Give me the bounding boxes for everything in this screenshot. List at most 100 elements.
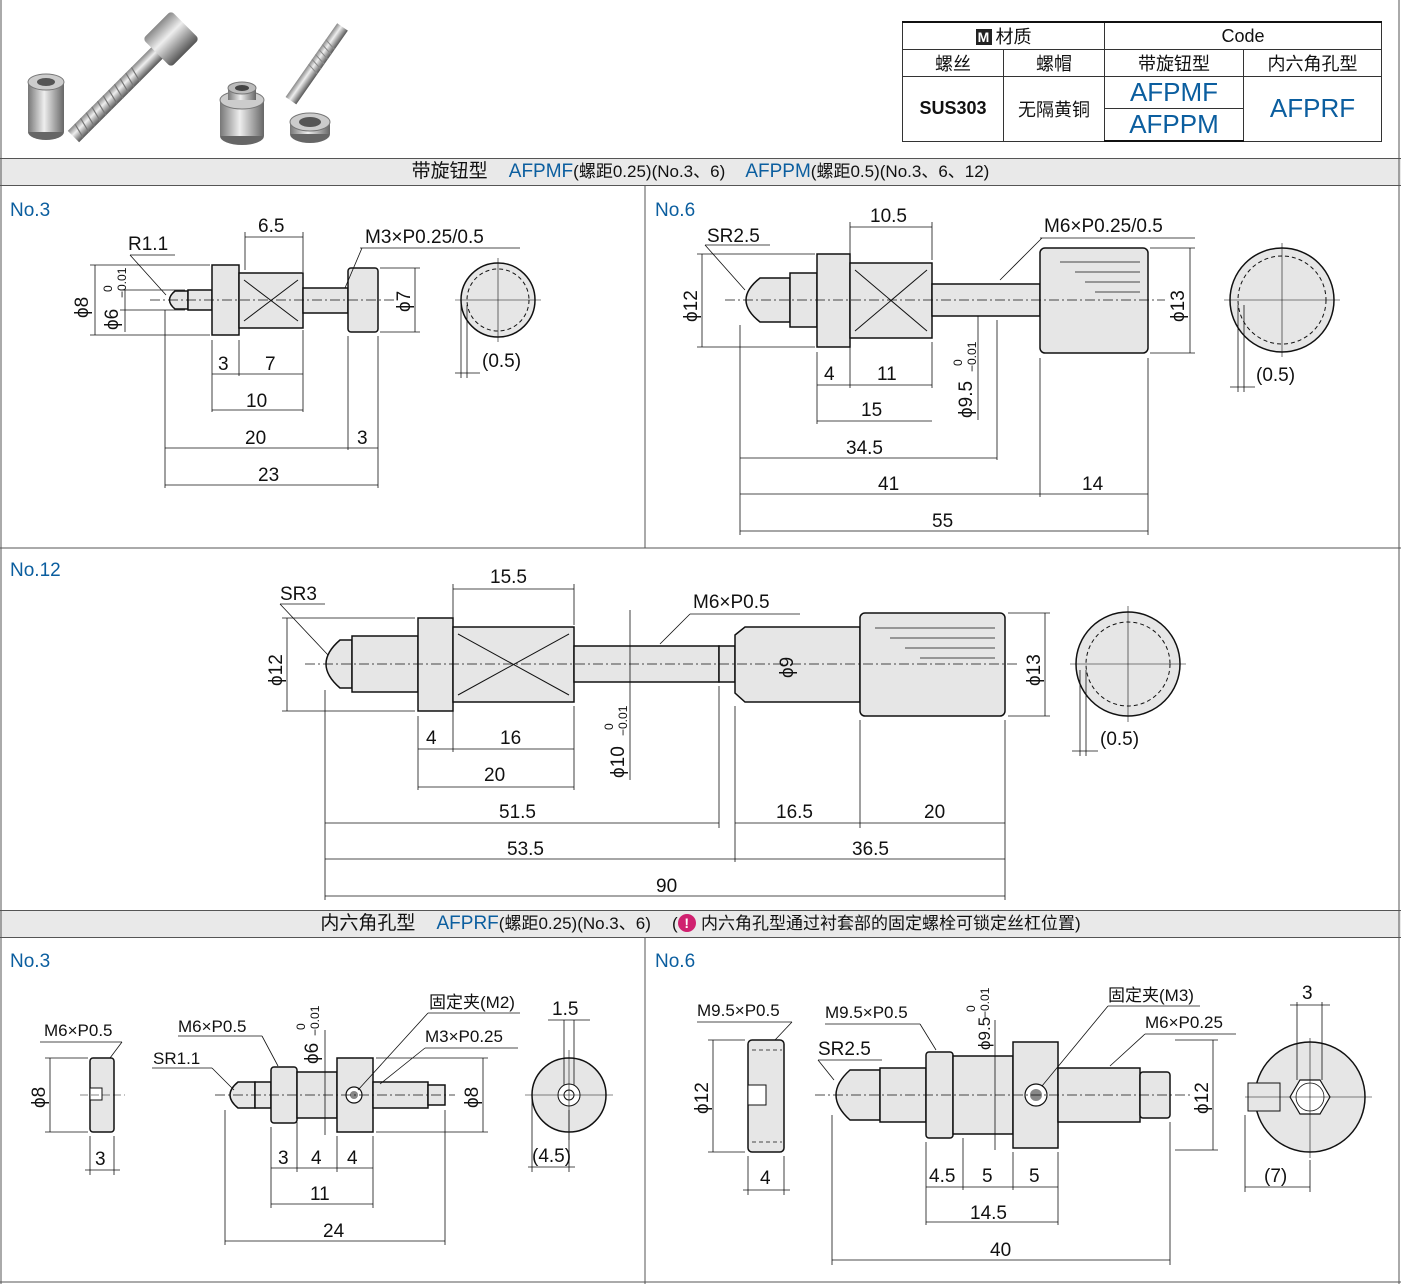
- knob-no12-dim-365: 36.5: [852, 839, 889, 860]
- hex-no6-phi12b: ϕ12: [1192, 1082, 1213, 1114]
- nut-material: 无隔黄铜: [1003, 76, 1105, 142]
- hex-no6-title: No.6: [655, 951, 696, 972]
- hex-no6-dim-5b: 5: [1029, 1166, 1040, 1187]
- code-knob-1[interactable]: AFPMF: [1104, 76, 1244, 109]
- hex-no3-nut-w: 3: [95, 1149, 106, 1170]
- knob-no6-tol-dn: −0.01: [965, 341, 979, 372]
- knob-no6-dim-105: 10.5: [870, 206, 907, 227]
- knob-no12-gap: (0.5): [1100, 729, 1139, 750]
- knob-no12-tol-up: 0: [602, 723, 616, 730]
- hex-no3-sr: SR1.1: [153, 1049, 200, 1068]
- knob-no3-phi7: ϕ7: [394, 291, 415, 312]
- section-hex-desc: (螺距0.25)(No.3、6): [498, 914, 651, 933]
- hex-no3-nut-phi8: ϕ8: [29, 1087, 50, 1108]
- knob-no12-phi12: ϕ12: [266, 654, 287, 686]
- knob-no3-dim-r: R1.1: [128, 234, 168, 255]
- hex-no3-thread-b: M3×P0.25: [425, 1027, 503, 1046]
- knob-no6-phi13: ϕ13: [1168, 290, 1189, 322]
- knob-no3-tol-up: 0: [101, 285, 115, 292]
- knob-no6-phi12: ϕ12: [681, 290, 702, 322]
- knob-no6-dim-11: 11: [877, 364, 897, 385]
- knob-no12-phi13: ϕ13: [1024, 654, 1045, 686]
- hex-no6-end-7: (7): [1264, 1166, 1287, 1187]
- hex-no3-setscrew: 固定夹(M2): [429, 993, 515, 1012]
- knob-no12-dim-16: 16: [500, 728, 521, 749]
- hex-no6-tol-up: 0: [964, 1005, 978, 1012]
- knob-no3-dim-7: 7: [265, 354, 276, 375]
- hex-no3-end-15: 1.5: [552, 999, 578, 1020]
- knob-no12-phi9: ϕ9: [777, 657, 798, 678]
- hex-no6-nut-thread: M9.5×P0.5: [697, 1001, 780, 1020]
- hex-no3-dim-11: 11: [310, 1184, 330, 1205]
- col-nut: 螺帽: [1003, 49, 1105, 77]
- knob-no6-thread: M6×P0.25/0.5: [1044, 216, 1163, 237]
- alert-icon: !: [677, 914, 696, 932]
- knob-no3-dim-3b: 3: [357, 428, 368, 449]
- section-hex-header: 内六角孔型 AFPRF(螺距0.25)(No.3、6) (! 内六角孔型通过衬套…: [0, 910, 1401, 938]
- hex-no3-tol-dn: −0.01: [308, 1005, 322, 1036]
- code-hex[interactable]: AFPRF: [1243, 76, 1382, 142]
- knob-no6-dim-55: 55: [932, 511, 953, 532]
- col-screw: 螺丝: [902, 49, 1004, 77]
- hex-no6-sr: SR2.5: [818, 1039, 871, 1060]
- hex-no3-thread-a: M6×P0.5: [178, 1017, 247, 1036]
- knob-no6-tol-up: 0: [951, 359, 965, 366]
- hex-no6-nut-w: 4: [760, 1168, 771, 1189]
- section-knob-code2[interactable]: AFPPM: [745, 161, 811, 182]
- knob-no12-dim-90: 90: [656, 876, 677, 897]
- section-hex-note-open: (: [672, 914, 678, 933]
- knob-no12-sr: SR3: [280, 584, 317, 605]
- knob-no3-dim-3: 3: [218, 354, 229, 375]
- hex-no3-nut-thread: M6×P0.5: [44, 1021, 113, 1040]
- knob-no6-dim-15: 15: [861, 400, 882, 421]
- hex-no3-end-45: (4.5): [532, 1146, 571, 1167]
- hex-no6-setscrew: 固定夹(M3): [1108, 986, 1194, 1005]
- knob-no6-gap: (0.5): [1256, 365, 1295, 386]
- hex-no6-dim-145: 14.5: [970, 1203, 1007, 1224]
- knob-no12-thread: M6×P0.5: [693, 592, 770, 613]
- section-hex-note: 内六角孔型通过衬套部的固定螺栓可锁定丝杠位置): [700, 914, 1081, 933]
- knob-no3-dim-20: 20: [245, 428, 266, 449]
- material-icon: M: [975, 29, 992, 45]
- section-hex-code[interactable]: AFPRF: [436, 913, 499, 934]
- hex-no6-thread-b: M6×P0.25: [1145, 1013, 1223, 1032]
- col-hex-type: 内六角孔型: [1243, 49, 1382, 77]
- hex-no6-end-3: 3: [1302, 983, 1313, 1004]
- knob-no3-title: No.3: [10, 200, 51, 221]
- section-knob-desc1: (螺距0.25)(No.3、6): [573, 162, 726, 181]
- hex-no3-dim-24: 24: [323, 1221, 345, 1242]
- knob-no12-dim-155: 15.5: [490, 567, 527, 588]
- knob-no6-dim-345: 34.5: [846, 438, 883, 459]
- knob-no12-dim-165: 16.5: [776, 802, 813, 823]
- knob-no6-dim-14: 14: [1082, 474, 1104, 495]
- code-knob-2[interactable]: AFPPM: [1104, 108, 1244, 142]
- knob-no6-sr: SR2.5: [707, 226, 760, 247]
- section-knob-title: 带旋钮型: [411, 161, 488, 182]
- knob-no12-dim-20: 20: [484, 765, 505, 786]
- knob-no12-dim-515: 51.5: [499, 802, 536, 823]
- product-photo: [27, 12, 348, 145]
- hex-no3-tol-up: 0: [294, 1023, 308, 1030]
- code-header: Code: [1104, 21, 1382, 50]
- knob-no12-dim-4: 4: [426, 728, 437, 749]
- section-knob-code1[interactable]: AFPMF: [508, 161, 574, 182]
- knob-no12-dim-20b: 20: [924, 802, 945, 823]
- section-knob-desc2: (螺距0.5)(No.3、6、12): [810, 162, 990, 181]
- hex-no6-thread-a: M9.5×P0.5: [825, 1003, 908, 1022]
- knob-no3-tol-dn: −0.01: [115, 267, 129, 298]
- knob-no3-dim-a: 6.5: [258, 216, 284, 237]
- knob-no6-dim-4: 4: [824, 364, 835, 385]
- hex-no3-phi8b: ϕ8: [462, 1087, 483, 1108]
- knob-no12-phi10: ϕ10: [608, 746, 629, 778]
- hex-no6-phi95: ϕ9.5: [975, 1017, 994, 1050]
- section-hex-title: 内六角孔型: [320, 913, 416, 934]
- section-knob-header: 带旋钮型 AFPMF(螺距0.25)(No.3、6) AFPPM(螺距0.5)(…: [0, 158, 1401, 186]
- hex-no3-phi6: ϕ6: [302, 1043, 323, 1064]
- hex-no6-tol-dn: −0.01: [978, 987, 992, 1018]
- hex-no6-nut-phi12: ϕ12: [692, 1082, 713, 1114]
